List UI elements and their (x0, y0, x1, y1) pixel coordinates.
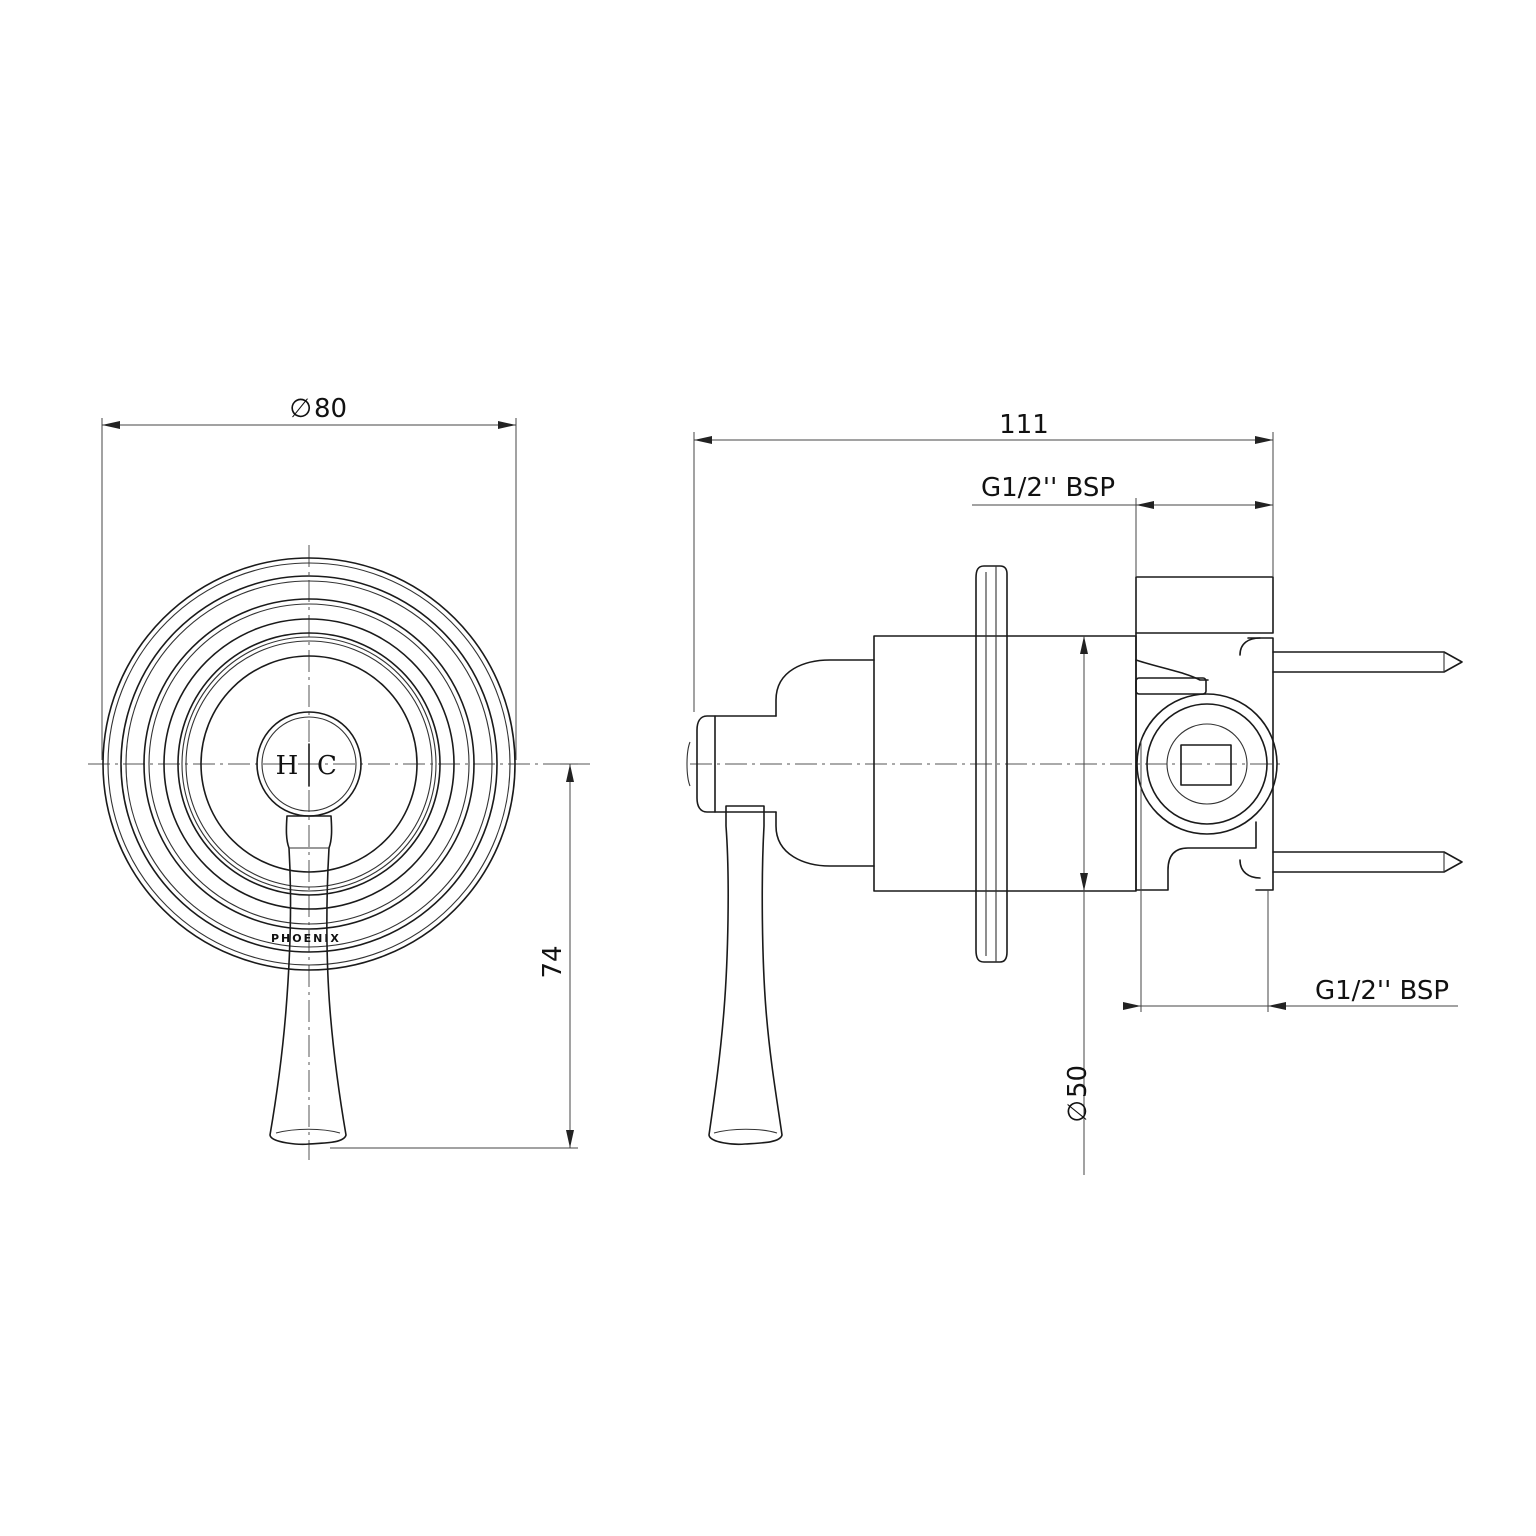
front-view: PHOENIX H C ∅ 80 (88, 394, 590, 1160)
front-diameter-label: 80 (314, 394, 347, 424)
inlet-bottom-label: G1/2'' BSP (1315, 976, 1449, 1006)
hot-mark: H (276, 751, 299, 781)
wall-plate (975, 565, 1008, 963)
hc-indicator-cap: H C (256, 711, 362, 817)
body-diameter-dimension: ∅ 50 (1063, 636, 1093, 1175)
height-dimension: 74 (330, 763, 578, 1149)
front-diameter-dimension: ∅ 80 (101, 394, 517, 760)
depth-label: 111 (999, 410, 1049, 440)
side-lever-handle (708, 805, 783, 1146)
dome-shroud (775, 659, 875, 867)
inlet-top-label: G1/2'' BSP (981, 473, 1115, 503)
front-lever-handle (269, 815, 347, 1146)
side-view: 111 G1/2'' BSP G1/2'' BSP ∅ 50 (686, 410, 1463, 1175)
depth-dimension: 111 (693, 410, 1274, 712)
inlet-top-dimension: G1/2'' BSP (972, 473, 1273, 577)
diameter-symbol-50: ∅ (1063, 1100, 1093, 1123)
cover-plate (102, 557, 516, 971)
cold-mark: C (317, 751, 337, 781)
mounting-pins (1272, 651, 1463, 873)
height-label: 74 (538, 945, 568, 978)
diameter-symbol-80: ∅ (289, 394, 312, 424)
side-handle-hub (686, 715, 777, 813)
body-diameter-label: 50 (1063, 1065, 1093, 1098)
brand-text: PHOENIX (271, 932, 341, 945)
inlet-bottom-dimension: G1/2'' BSP (1123, 740, 1458, 1012)
rough-in-body (1135, 576, 1278, 891)
